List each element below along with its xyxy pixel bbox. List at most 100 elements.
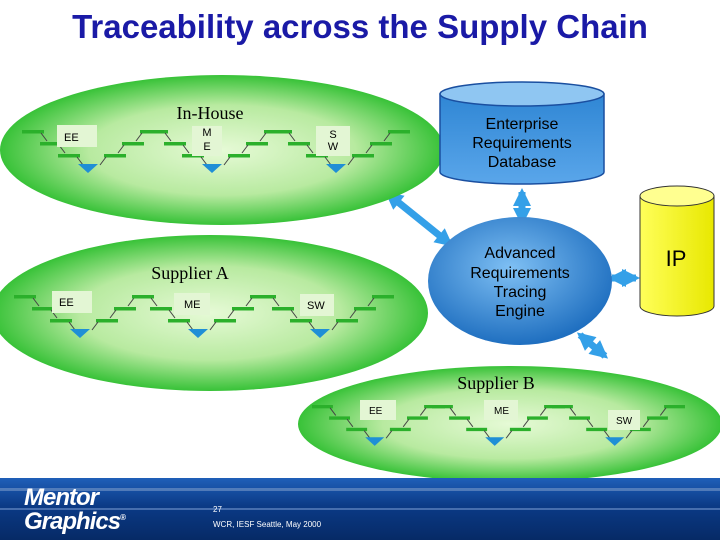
mentor-graphics-logo: Mentor Graphics® bbox=[24, 484, 126, 535]
v-step-right bbox=[647, 416, 668, 420]
engine-supplier-b-connector bbox=[576, 332, 609, 359]
v-step-link bbox=[200, 156, 208, 166]
supplier-b-sw-text: SW bbox=[616, 416, 633, 427]
v-step-link bbox=[419, 407, 427, 416]
inhouse-v-ee bbox=[22, 130, 162, 173]
v-step-link bbox=[308, 321, 316, 331]
v-step-link bbox=[522, 418, 530, 428]
supplier-a-ellipse bbox=[0, 235, 428, 391]
v-step-link bbox=[223, 156, 231, 166]
v-step-right bbox=[370, 142, 392, 146]
v-step-link bbox=[642, 418, 650, 428]
v-step-left bbox=[40, 142, 62, 146]
engine-line-4: Engine bbox=[495, 303, 545, 320]
connector-head bbox=[588, 340, 609, 359]
v-bottom-arrow bbox=[202, 164, 222, 173]
v-step-left bbox=[58, 154, 80, 158]
connector-head bbox=[513, 188, 531, 206]
engine-shape bbox=[428, 217, 612, 345]
v-step-left bbox=[312, 405, 333, 409]
supplier-a-ee-text: EE bbox=[59, 297, 74, 309]
database-body bbox=[439, 93, 605, 185]
v-step-link bbox=[346, 418, 354, 428]
v-step-link bbox=[402, 418, 410, 428]
v-step-link bbox=[186, 321, 194, 331]
v-step-link bbox=[603, 430, 611, 439]
v-step-left bbox=[50, 319, 72, 323]
logo-line-1: Mentor bbox=[24, 484, 99, 511]
v-step-link bbox=[117, 144, 125, 154]
inhouse-label: In-House bbox=[177, 103, 244, 123]
v-step-link bbox=[365, 144, 373, 154]
database-line-2: Requirements bbox=[472, 135, 572, 152]
v-step-left bbox=[346, 427, 368, 432]
database-line-1: Enterprise bbox=[486, 116, 559, 133]
v-step-left bbox=[449, 416, 470, 420]
v-step-left bbox=[329, 416, 350, 420]
v-step-link bbox=[40, 132, 48, 142]
supplier-b-label: Supplier B bbox=[457, 373, 535, 393]
inhouse-sw-text-2: W bbox=[328, 141, 339, 153]
enterprise-database: Enterprise Requirements Database bbox=[439, 81, 605, 185]
v-step-link bbox=[306, 144, 314, 154]
ip-cylinder: IP bbox=[639, 185, 715, 317]
v-step-right bbox=[228, 154, 250, 158]
inhouse-ee-box bbox=[57, 125, 97, 147]
v-bottom-arrow bbox=[365, 437, 385, 446]
v-step-link bbox=[539, 407, 547, 416]
v-step-left bbox=[270, 130, 292, 134]
database-line-3: Database bbox=[488, 154, 557, 171]
v-step-left bbox=[569, 416, 590, 420]
v-step-link bbox=[659, 407, 667, 416]
v-step-right bbox=[372, 295, 394, 299]
connector-head bbox=[576, 332, 597, 351]
v-bottom-arrow bbox=[326, 164, 346, 173]
v-step-link bbox=[466, 418, 474, 428]
v-step-link bbox=[99, 156, 107, 166]
v-step-right bbox=[352, 154, 374, 158]
connector-head bbox=[513, 208, 531, 226]
v-step-link bbox=[349, 309, 357, 319]
v-step-right bbox=[527, 416, 548, 420]
engine-line-3: Tracing bbox=[494, 284, 547, 301]
v-bottom-arrow bbox=[78, 164, 98, 173]
tracing-engine: Advanced Requirements Tracing Engine bbox=[428, 217, 612, 345]
v-step-left bbox=[432, 405, 453, 409]
footer-note: WCR, IESF Seattle, May 2000 bbox=[213, 520, 322, 529]
v-step-right bbox=[354, 307, 376, 311]
supplier-a-sw-box bbox=[300, 294, 334, 316]
logo-line-2: Graphics® bbox=[24, 508, 126, 535]
v-step-left bbox=[288, 142, 310, 146]
v-step-link bbox=[272, 297, 280, 307]
v-step-link bbox=[483, 430, 491, 439]
v-bottom-arrow bbox=[485, 437, 505, 446]
v-step-right bbox=[246, 142, 268, 146]
inhouse-me-text-2: E bbox=[203, 141, 210, 153]
logo-line-2-text: Graphics bbox=[24, 508, 121, 535]
v-step-left bbox=[32, 307, 54, 311]
v-step-link bbox=[182, 144, 190, 154]
v-step-link bbox=[324, 156, 332, 166]
supplier-a-me-box bbox=[174, 293, 210, 315]
v-step-link bbox=[109, 309, 117, 319]
v-step-link bbox=[385, 430, 393, 439]
inhouse-ee-text: EE bbox=[64, 132, 79, 144]
v-step-link bbox=[245, 297, 253, 307]
v-step-left bbox=[466, 427, 488, 432]
db-engine-connector bbox=[513, 188, 531, 226]
connector-head bbox=[622, 269, 640, 287]
inhouse-me-text-1: M bbox=[202, 127, 211, 139]
v-step-left bbox=[272, 307, 294, 311]
engine-line-1: Advanced bbox=[484, 245, 555, 262]
inhouse-me-box bbox=[192, 126, 222, 156]
v-step-link bbox=[569, 407, 577, 416]
v-step-link bbox=[290, 309, 298, 319]
v-step-right bbox=[122, 142, 144, 146]
inhouse-engine-connector bbox=[384, 191, 454, 247]
v-step-link bbox=[150, 297, 158, 307]
v-step-link bbox=[625, 430, 633, 439]
ip-top bbox=[639, 185, 715, 207]
v-step-link bbox=[259, 132, 267, 142]
supplier-b-me-box bbox=[484, 400, 518, 420]
